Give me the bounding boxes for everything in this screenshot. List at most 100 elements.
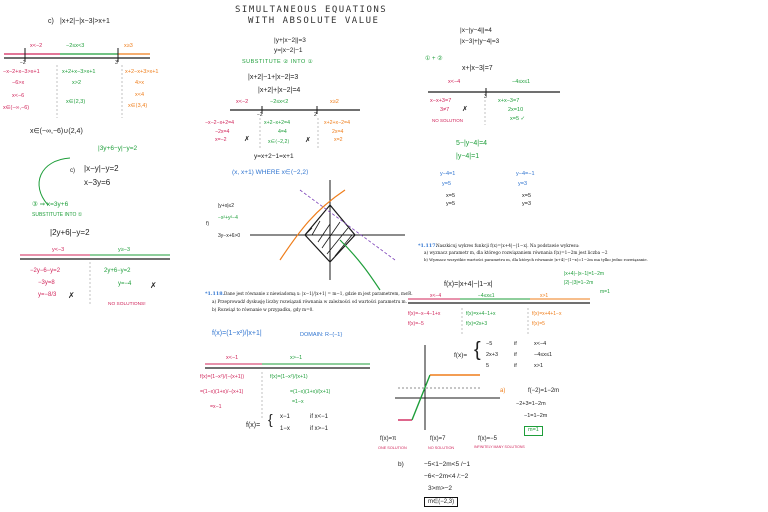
answer: x∈(−∞,−6)∪(2,4) (30, 128, 83, 135)
exercise-part-a: a) Przeprowadź dyskusję liczby rozwiązań… (212, 299, 407, 304)
interval-label: x<−4 (430, 293, 442, 299)
interval-label: y<−3 (52, 247, 65, 253)
case2-line: x+2+x−3>x+1 (62, 69, 96, 75)
equation: |y−4|=1 (456, 153, 480, 160)
part-b-line: 3>m>−2 (428, 485, 453, 492)
case-line: y=5 (442, 181, 452, 187)
case-line: x−x+3=7 (430, 98, 452, 104)
solution-y: y=3 (522, 201, 532, 207)
function-def: f(x)=|x+4|−|1−x| (444, 281, 493, 288)
note: m=1 (600, 289, 610, 295)
substitute-note: SUBSTITUTE ② INTO ① (242, 59, 314, 65)
case-line: f(x)=−5 (408, 321, 424, 327)
part-a-line: −2+3=1−2m (516, 401, 546, 407)
case-line: 3≠7 (440, 107, 450, 113)
case3-line: x∈⟨3,4) (128, 103, 148, 109)
part-b-line: −6<−2m<4 /:−2 (424, 473, 469, 480)
case-line: 4=4 (278, 129, 287, 135)
piece-cond: x>1 (534, 363, 544, 369)
cross-mark: ✗ (244, 136, 250, 143)
case-line: −2y−6−y=2 (30, 268, 61, 274)
piece: 5 (486, 363, 490, 369)
step: ① + ② (425, 56, 443, 62)
case-line: y−4=−1 (516, 171, 535, 177)
hatching (304, 220, 353, 257)
tick-label: −2 (20, 60, 26, 66)
case-line: x∈⟨−2,2⟩ (268, 139, 290, 145)
case-line: 2x=4 (332, 129, 344, 135)
interval-label: x<−2 (236, 99, 249, 105)
system-eq1: |x−y|−y=2 (84, 164, 119, 173)
interval-label: x>−1 (290, 355, 303, 361)
case-line: −3y=8 (38, 280, 55, 286)
piece-cond: x<−4 (534, 341, 547, 347)
exercise-part-a: a) wyznacz parametr m, dla którego rozwi… (424, 250, 608, 255)
piece: 1−x (280, 426, 290, 432)
equation: 5−|y−4|=4 (456, 140, 488, 147)
case-line: −x−2−x+2=4 (205, 120, 234, 126)
part-b-answer: m∈(−2,3) (424, 497, 459, 508)
brace: { (474, 339, 481, 361)
case-line: x+x−3=7 (498, 98, 520, 104)
system-label: c) (70, 168, 75, 174)
brace: { (268, 411, 273, 427)
question-note: INFINITELY MANY SOLUTIONS (474, 445, 525, 449)
case-line: f(x)=x+4−1+x (466, 311, 496, 317)
case-line: f(x)=2x+3 (466, 321, 488, 327)
interval-label: −2≤x<3 (66, 43, 85, 49)
interval-label: x<−1 (226, 355, 239, 361)
piece-cond: if x>−1 (310, 426, 329, 432)
substitute-note: SUBSTITUTE INTO ① (32, 212, 83, 218)
case-line: f(x)=5 (532, 321, 545, 327)
part-label: b) (398, 461, 404, 468)
problem-label: c) (48, 18, 54, 25)
case1-line: x∈(−∞,−6) (3, 105, 30, 111)
part-label: a) (500, 388, 506, 394)
interval-label: −4≤x≤1 (478, 293, 495, 299)
domain: DOMAIN: R−{−1} (300, 332, 343, 338)
case-line: 2y+6−y=2 (104, 268, 131, 274)
exercise-part-b: b) Wyznacz wszystkie wartości parametru … (424, 257, 648, 262)
case1-line: −6>x (12, 80, 25, 86)
graph-system-line: −x²+y²−4 (218, 215, 238, 221)
case-line: f(x)=(1−x²)/(x+1) (270, 374, 308, 380)
case-line: x=−2 (215, 137, 227, 143)
line-purple (299, 189, 396, 261)
tick-label: 3 (484, 94, 487, 100)
inequality-graph (250, 180, 405, 291)
system-eq1: |y+|x−2||=3 (274, 37, 306, 44)
graph-system-line: 3y−x+6>0 (218, 233, 241, 239)
tick-label: 2 (314, 112, 317, 118)
tick-label: −2 (257, 112, 263, 118)
solution-x: x=5 (522, 193, 532, 199)
case-line: y=−4 (118, 281, 132, 287)
curve-green (339, 239, 381, 291)
question-note: ONE SOLUTION (378, 446, 407, 450)
piece-cond: if (514, 352, 517, 358)
no-solutions-note: NO SOLUTIONS! (108, 302, 146, 307)
curved-arrow (38, 157, 71, 206)
cross-mark: ✗ (305, 137, 311, 144)
interval-label: y≥−3 (118, 247, 131, 253)
page-title-line1: SIMULTANEOUS EQUATIONS (235, 5, 388, 15)
question: f(x)=7 (430, 436, 446, 442)
substituted-eq: |3y+6−y|−y=2 (98, 145, 138, 152)
equation: |x+2|−1+|x−2|=3 (248, 74, 299, 81)
question-note: NO SOLUTION (428, 446, 455, 450)
case-line: y=3 (518, 181, 528, 187)
solution-y: y=5 (446, 201, 456, 207)
case2-line: x∈⟨2,3) (66, 99, 86, 105)
piece-cond: if (514, 341, 517, 347)
interval-label: −2≤x<2 (270, 99, 289, 105)
solution-set: (x, x+1) WHERE x∈⟨−2,2⟩ (232, 169, 309, 176)
piecewise-graph (395, 345, 500, 430)
exercise-number: *1.118. (205, 291, 225, 297)
tick-label: 3 (115, 60, 118, 66)
interval-label: −4≤x≤1 (512, 79, 531, 85)
equation: |x+2|+|x−2|=4 (258, 87, 301, 94)
part-a-line: −1=1−2m (524, 413, 548, 419)
cross-mark: ✗ (150, 281, 157, 290)
case-line: x+2−x+2=4 (264, 120, 290, 126)
problem-inequality: |x+2|−|x−3|>x+1 (60, 18, 110, 25)
